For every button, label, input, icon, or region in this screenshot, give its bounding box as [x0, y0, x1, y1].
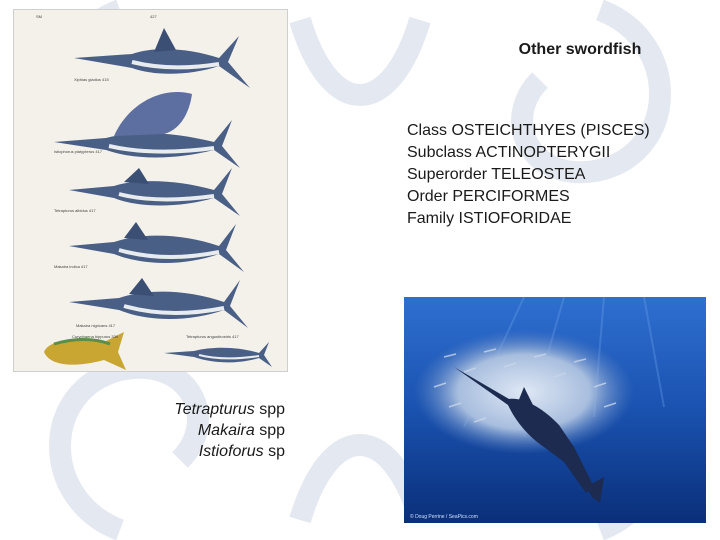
- species-suffix: spp: [254, 422, 285, 439]
- taxonomy-superorder: Superorder TELEOSTEA: [407, 166, 586, 183]
- fish-illustration: [44, 332, 126, 370]
- plate-label: Tetrapturus angustirostris 417: [186, 334, 239, 339]
- species-genus: Makaira: [197, 422, 255, 439]
- fish-illustration: [74, 28, 250, 88]
- taxonomy-subclass: Subclass ACTINOPTERYGII: [407, 144, 611, 161]
- fish-illustration: [54, 91, 240, 168]
- plate-label: Makaira nigricans 417: [76, 323, 116, 328]
- species-item: Makaira spp: [120, 420, 285, 441]
- taxonomy-family: Family ISTIOFORIDAE: [407, 210, 572, 227]
- underwater-marlin-photo: © Doug Perrine / SeaPics.com: [404, 297, 706, 523]
- plate-corner-left: SM: [36, 14, 42, 19]
- plate-label: Istiophorus platypterus 417: [54, 149, 103, 154]
- plate-label: Xiphias gladius 415: [74, 77, 109, 82]
- plate-label: Coryphaena hippurus 339: [72, 334, 119, 339]
- species-genus: Tetrapturus: [174, 401, 255, 418]
- taxonomy-class: Class OSTEICHTHYES (PISCES): [407, 122, 650, 139]
- plate-corner-right: 427: [150, 14, 157, 19]
- marlin-silhouette: [454, 367, 604, 503]
- fish-illustration: [69, 168, 240, 216]
- species-item: Tetrapturus spp: [120, 399, 285, 420]
- slide-title: Other swordfish: [518, 41, 642, 58]
- photo-credit: © Doug Perrine / SeaPics.com: [410, 514, 478, 520]
- fish-illustration: [164, 342, 272, 367]
- species-suffix: sp: [263, 443, 285, 460]
- taxonomy-order: Order PERCIFORMES: [407, 188, 570, 205]
- species-list: Tetrapturus spp Makaira spp Istioforus s…: [120, 399, 285, 462]
- plate-label: Tetrapturus albidus 417: [54, 208, 96, 213]
- fish-illustration: [69, 222, 244, 272]
- species-suffix: spp: [254, 401, 285, 418]
- species-genus: Istioforus: [198, 443, 264, 460]
- species-item: Istioforus sp: [120, 441, 285, 462]
- plate-label: Makaira indica 417: [54, 264, 88, 269]
- taxonomy-list: Class OSTEICHTHYES (PISCES) Subclass ACT…: [407, 120, 650, 230]
- fish-illustration: [69, 278, 248, 328]
- billfish-illustration-plate: SM 427 Xiphias gladius 415 Istiophorus p…: [13, 9, 288, 372]
